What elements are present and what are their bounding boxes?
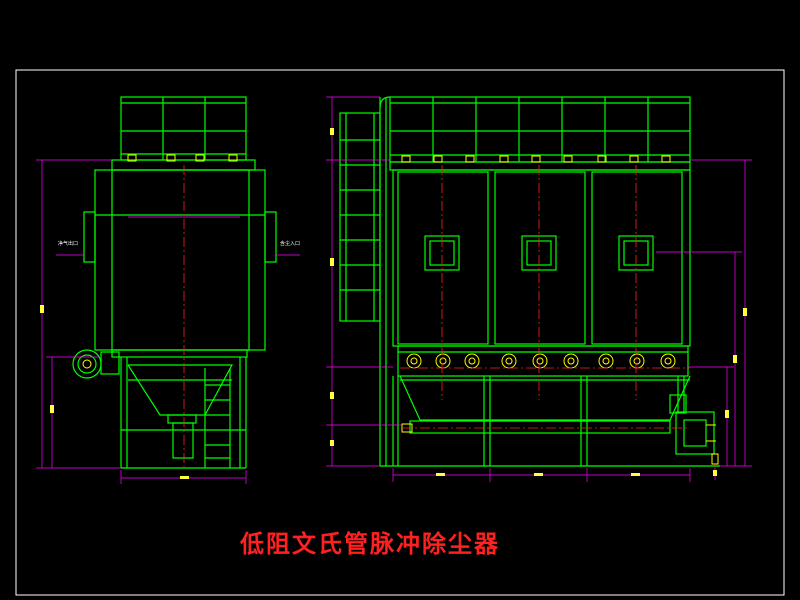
front-view-centerlines [400, 165, 690, 429]
front-view-pulse-valves [401, 155, 719, 465]
drawing-frame [15, 69, 785, 596]
outlet-label: 净气出口 [58, 241, 79, 247]
drawing-title: 低阻文氏管脉冲除尘器 [240, 529, 500, 558]
inlet-label: 含尘入口 [280, 241, 301, 247]
front-elevation-view [339, 96, 720, 467]
side-view-dimensions [36, 159, 300, 484]
front-view-dim-ticks [330, 128, 747, 476]
side-view-valves [82, 154, 238, 369]
side-elevation-view [72, 96, 277, 469]
side-view-dim-ticks [40, 305, 189, 479]
